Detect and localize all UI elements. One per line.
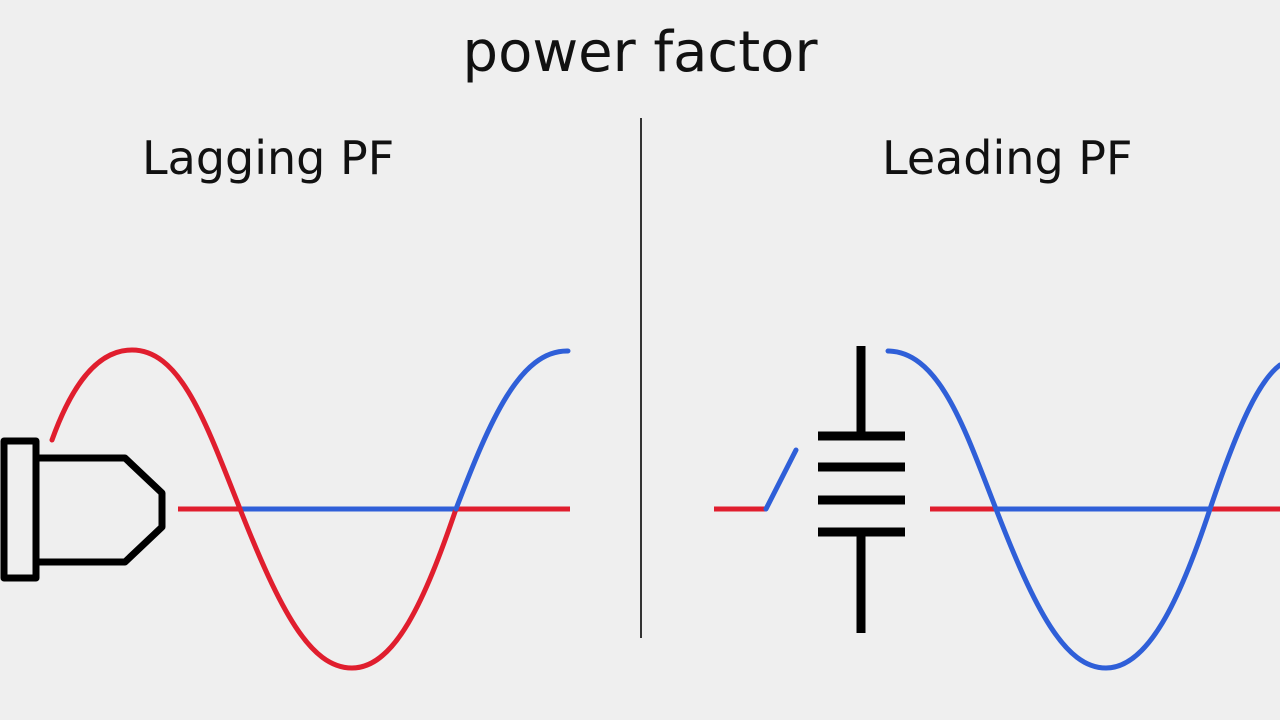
- leading-blue-diagonal: [763, 447, 799, 512]
- lagging-pf-heading: Lagging PF: [142, 131, 395, 185]
- lagging-blue-wave: [453, 348, 571, 512]
- diagram-title: power factor: [462, 20, 818, 85]
- lagging-panel: [0, 347, 571, 671]
- lagging-red-wave: [49, 347, 459, 671]
- plug-icon: [0, 437, 166, 582]
- capacitor-icon: [818, 346, 905, 633]
- leading-blue-wave: [885, 348, 1280, 671]
- leading-panel: [714, 346, 1280, 671]
- leading-pf-heading: Leading PF: [882, 131, 1133, 185]
